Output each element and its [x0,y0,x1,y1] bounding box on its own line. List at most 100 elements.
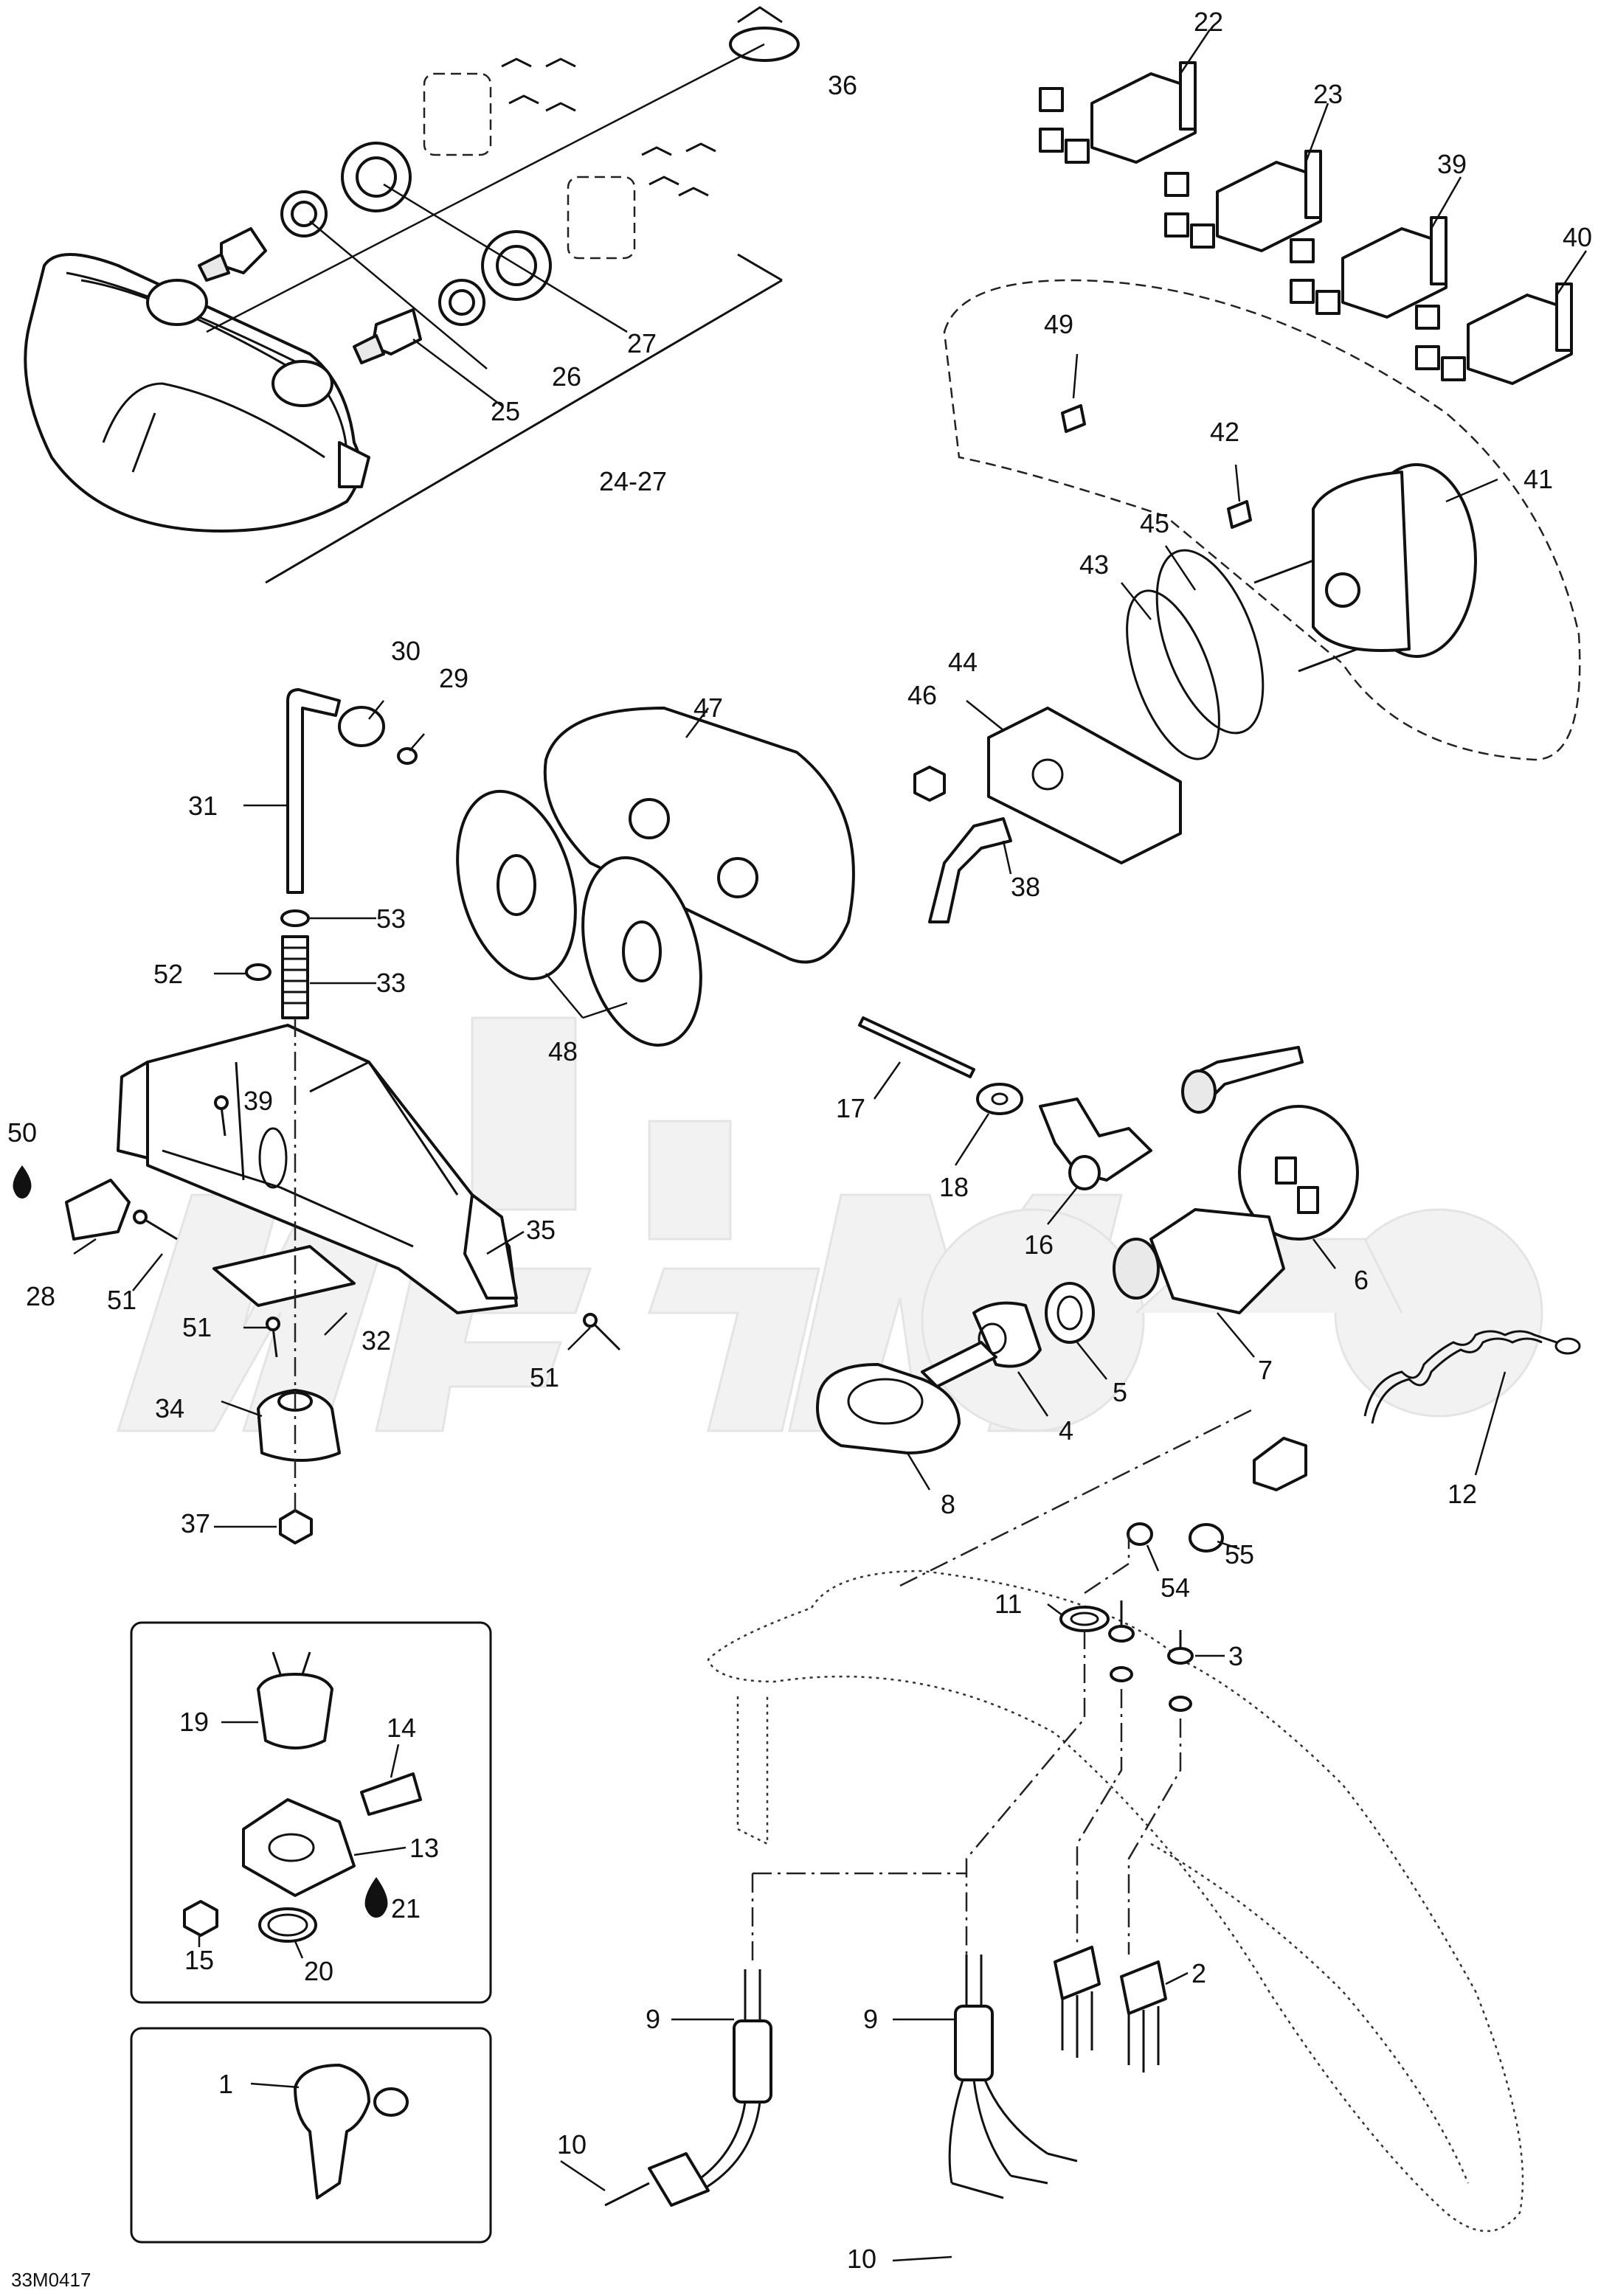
group-bracket-24-27 [265,253,783,584]
callout-34: 34 [155,1393,184,1423]
callout-27: 27 [627,328,657,358]
callout-38: 38 [1011,872,1040,902]
ignition-key [816,1341,997,1454]
callout-46: 46 [907,680,937,710]
callout-33: 33 [376,968,406,998]
callout-40: 40 [1563,222,1592,252]
nut-part [279,1509,313,1544]
callout-20: 20 [304,1956,333,1986]
callout-39a: 39 [1437,149,1467,179]
dashboard-outline [943,279,1581,761]
ignition-switch [1113,1208,1285,1314]
callout-17: 17 [836,1093,865,1123]
callout-51a: 51 [107,1285,136,1315]
callout-50: 50 [7,1117,37,1148]
washer-part [976,1083,1023,1115]
switch-nut [1045,1282,1095,1344]
callout-21: 21 [391,1893,421,1924]
callout-6: 6 [1354,1265,1369,1295]
callout-7: 7 [1258,1355,1273,1385]
callout-43: 43 [1079,549,1109,580]
gauge-body [1253,463,1477,673]
callout-9b: 9 [863,2004,878,2034]
callout-11: 11 [995,1589,1022,1619]
cable-wire [858,1016,975,1078]
callout-24-27: 24-27 [599,466,667,496]
callout-41: 41 [1523,464,1553,494]
callout-35: 35 [526,1215,556,1245]
elbow-fitting [1039,1097,1152,1190]
toggle-switch [1054,1946,1167,2073]
callout-22: 22 [1194,7,1223,37]
inset-box-ignition-cover [130,2027,492,2244]
callout-4: 4 [1059,1415,1073,1446]
dashboard-bracket [117,1024,518,1314]
mount-pad [65,1179,131,1241]
callout-53: 53 [376,904,406,934]
lock-ring [1059,1606,1110,1632]
bulb-socket-ring [280,190,485,326]
screw-part [1108,1600,1194,1712]
headlight-assembly [24,253,370,533]
bracket-plate [212,1245,356,1307]
callout-10a: 10 [557,2129,587,2160]
callout-15: 15 [184,1945,214,1975]
tether-cord [1253,1330,1581,1491]
gauge-bracket [987,707,1182,864]
speedometer-cable [928,817,1012,923]
spring-part [245,909,310,1019]
callout-12: 12 [1447,1479,1477,1509]
callout-54: 54 [1161,1572,1190,1603]
callout-29: 29 [439,663,468,693]
callout-32: 32 [362,1325,391,1356]
grommet-part [338,706,418,765]
rubber-boot [341,142,552,301]
callout-55: 55 [1225,1539,1254,1570]
oil-drop-icon [364,1877,388,1918]
callout-8: 8 [941,1489,955,1519]
hose-clamp [729,6,800,62]
cable-end [1181,1046,1304,1114]
headlight-connector [423,58,716,260]
callout-26: 26 [552,361,581,392]
callout-39b: 39 [243,1086,273,1116]
small-grommet [1127,1522,1224,1553]
callout-30: 30 [391,636,421,666]
cover-panel [543,707,855,964]
callout-51c: 51 [530,1362,559,1392]
callout-44: 44 [948,647,978,677]
bulb-part [198,227,422,364]
wire-harness-connector [604,1969,772,2207]
callout-42: 42 [1210,417,1239,447]
gauge-gasket [1126,589,1220,760]
callout-37: 37 [181,1508,210,1539]
callout-52: 52 [153,959,183,989]
callout-49: 49 [1044,309,1073,339]
ignition-switch-rear [1238,1105,1359,1241]
callout-36: 36 [828,70,857,100]
wire-harness-connector [948,1955,1078,2199]
nut-part [913,766,946,802]
callout-14: 14 [387,1713,416,1743]
knob-part [257,1389,341,1462]
callout-1: 1 [218,2069,233,2099]
callout-labels: 1 2 3 4 5 6 7 8 9 9 10 10 11 12 13 14 15… [7,7,1592,2291]
oil-drop-icon [13,1165,32,1199]
figure-code: 33M0417 [11,2269,91,2291]
callout-2: 2 [1191,1958,1206,1988]
gauge-o-ring [1155,549,1265,735]
callout-45: 45 [1140,508,1169,538]
flex-tube [286,688,341,894]
indicator-bulb [1061,404,1252,529]
callout-16: 16 [1024,1229,1054,1260]
seat-outline [707,1570,1524,2233]
callout-18: 18 [939,1172,969,1202]
callout-28: 28 [26,1281,55,1311]
cover-disc [456,789,702,1047]
callout-9a: 9 [646,2004,660,2034]
callout-5: 5 [1113,1377,1127,1407]
callout-47: 47 [693,693,723,723]
inset-box-fuel-sender [130,1621,492,2004]
callout-51b: 51 [182,1312,212,1342]
